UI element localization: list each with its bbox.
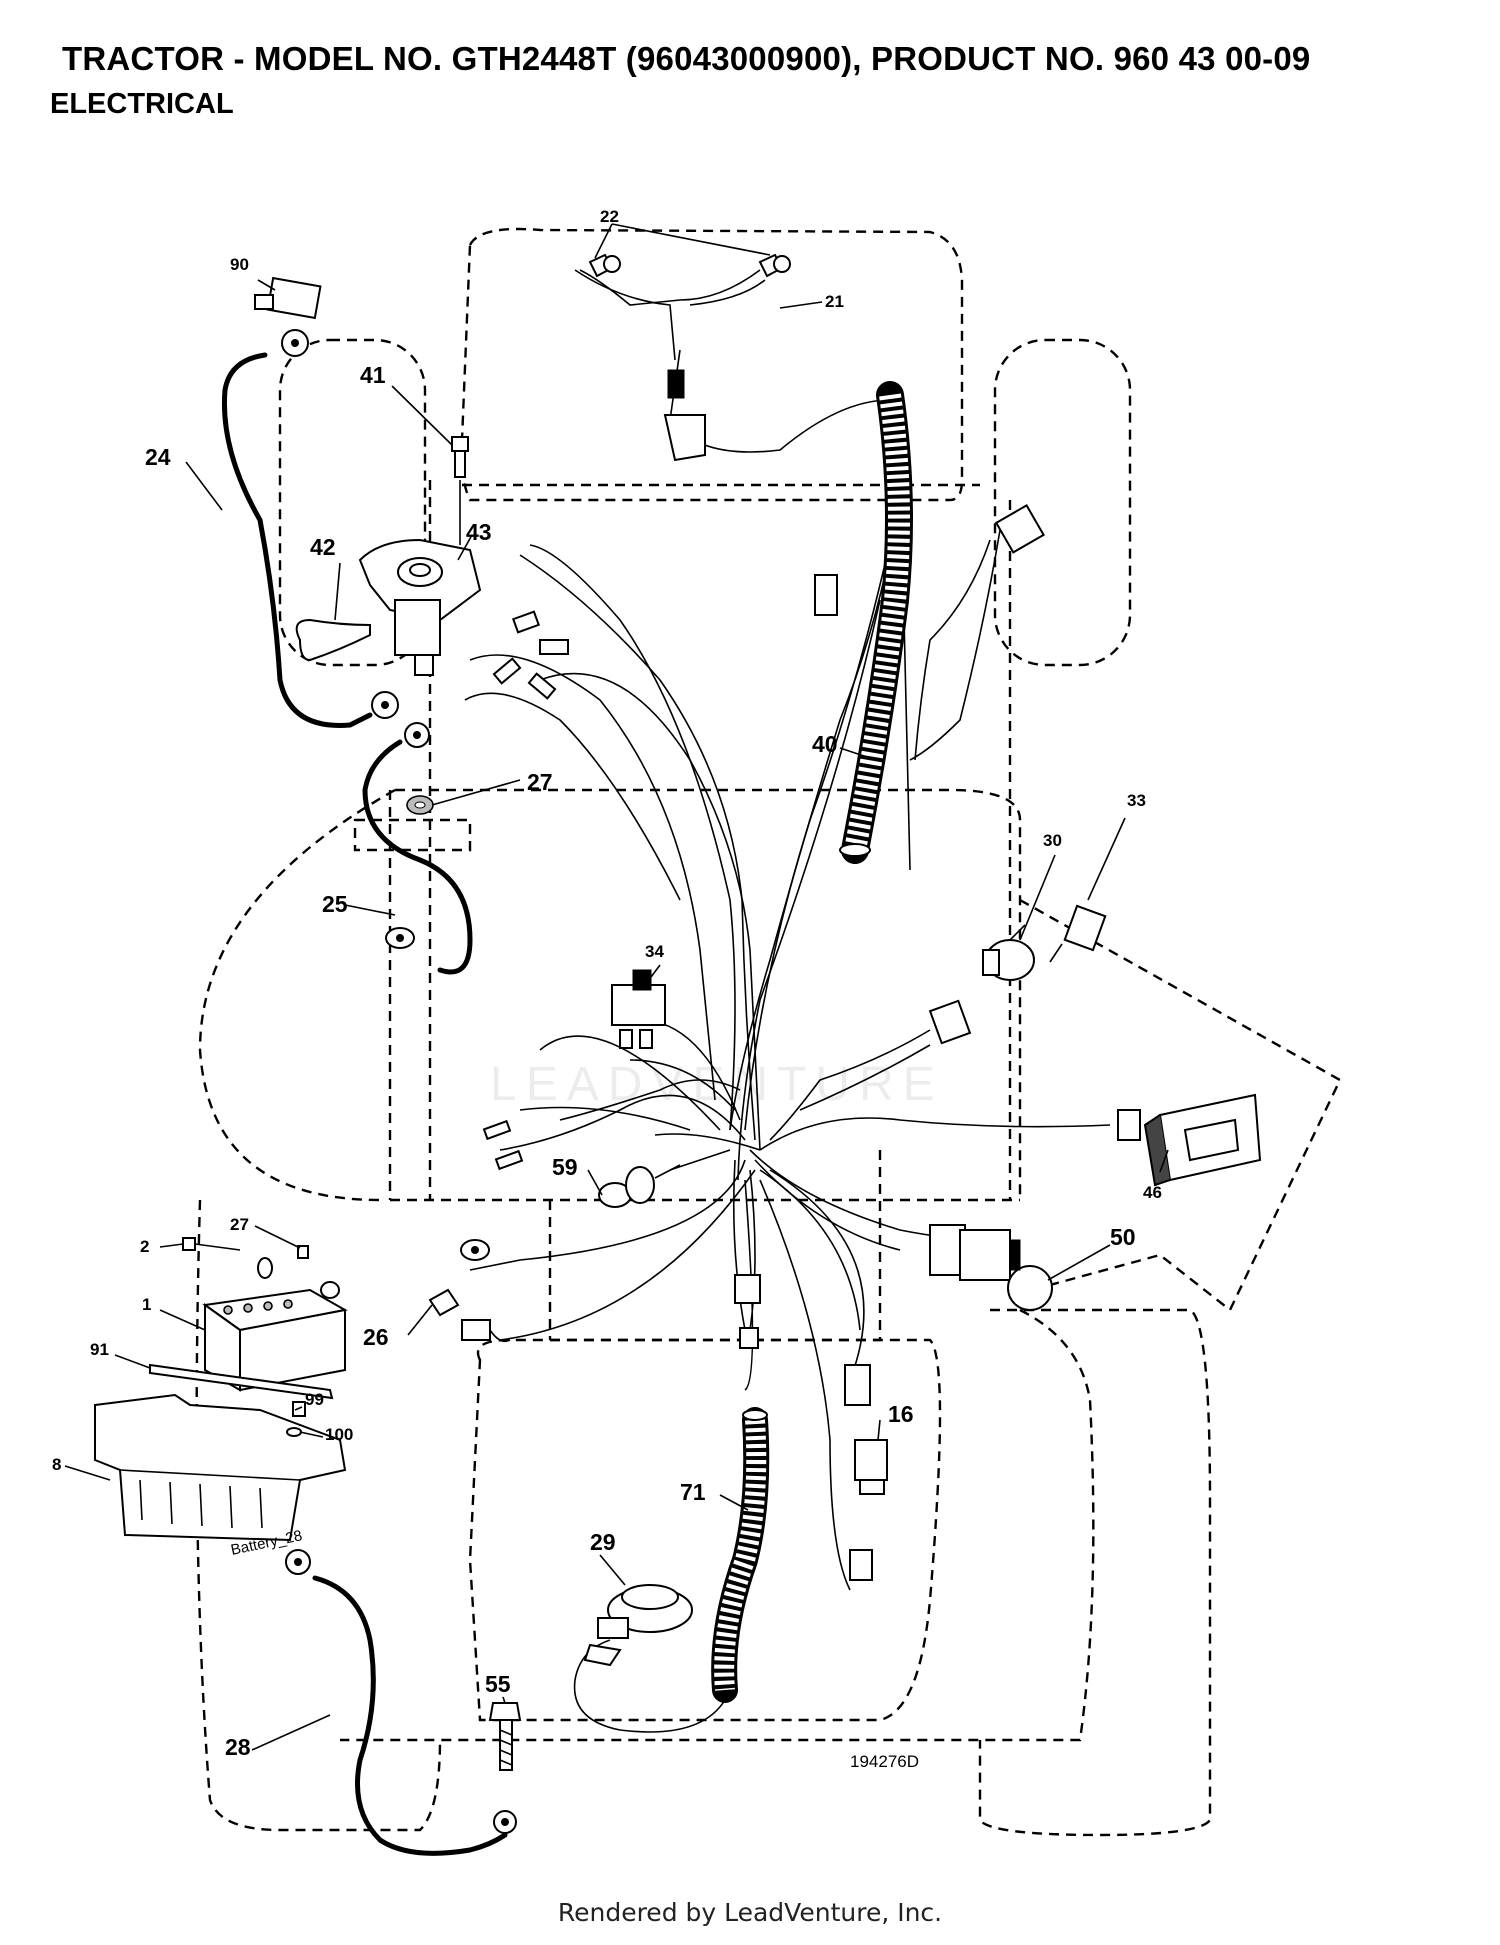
callout-21: 21 (825, 292, 844, 311)
part-27-nut-upper (406, 795, 434, 815)
callout-59: 59 (552, 1154, 578, 1180)
callout-8: 8 (52, 1455, 61, 1474)
callout-34: 34 (645, 942, 664, 961)
callout-25: 25 (322, 891, 348, 917)
part-25-terminal (385, 927, 415, 949)
wiring-harness (464, 269, 1111, 1591)
part-91-holddown (149, 1363, 334, 1400)
callout-27-lower: 27 (230, 1215, 249, 1234)
part-22-headlights (588, 253, 791, 278)
callout-30: 30 (1043, 831, 1062, 850)
part-55-bolt (488, 1702, 522, 1771)
callout-29: 29 (590, 1529, 616, 1555)
drawing-number: 194276D (850, 1752, 919, 1771)
harness-connectors (460, 504, 1141, 1667)
part-34-switch (611, 969, 666, 1049)
section-subtitle: ELECTRICAL (50, 88, 234, 120)
footer-credit: Rendered by LeadVenture, Inc. (557, 1898, 943, 1927)
callout-27-upper: 27 (527, 769, 553, 795)
part-2-bolt (182, 1237, 241, 1251)
part-33-key (1049, 904, 1107, 963)
callout-50: 50 (1110, 1224, 1136, 1250)
part-30-ignition-switch (982, 924, 1035, 981)
callout-leaders (64, 223, 1169, 1751)
part-21-headlight-harness (663, 369, 706, 462)
part-100-washer (286, 1427, 302, 1437)
tractor-outline (195, 227, 1342, 1837)
part-43-solenoid (358, 480, 482, 748)
callout-2: 2 (140, 1237, 149, 1256)
part-90-connector (254, 276, 322, 357)
callout-42: 42 (310, 534, 336, 560)
callout-28: 28 (225, 1734, 251, 1760)
part-16-relay (854, 1439, 888, 1495)
callout-40: 40 (812, 731, 838, 757)
corrugated-loom-71 (573, 1407, 770, 1733)
callout-55: 55 (485, 1671, 511, 1697)
callout-24: 24 (145, 444, 171, 470)
battery-cables (221, 352, 508, 1856)
part-41-bolt (451, 436, 469, 478)
part-26-fuse (428, 1288, 511, 1343)
callout-26: 26 (363, 1324, 389, 1350)
callout-16: 16 (888, 1401, 914, 1427)
part-1-battery (202, 1257, 348, 1392)
watermark-text: LEADVENTURE (490, 1058, 944, 1111)
callout-1: 1 (142, 1295, 151, 1314)
part-28-cable-terminals (285, 1549, 517, 1834)
callout-33: 33 (1127, 791, 1146, 810)
part-27-nut-lower (297, 1245, 309, 1259)
part-29-pto-switch (597, 1584, 693, 1639)
corrugated-loom-40 (839, 381, 913, 864)
part-59-power-socket (598, 1164, 681, 1208)
part-8-battery-tray: Battery_28 (94, 1393, 347, 1559)
callout-labels: 22 21 90 41 24 43 42 27 25 40 33 30 34 4… (52, 207, 1162, 1771)
callout-46: 46 (1143, 1183, 1162, 1202)
callout-99: 99 (305, 1390, 324, 1409)
part-46-hour-meter (1143, 1093, 1262, 1187)
callout-100: 100 (325, 1425, 353, 1444)
callout-91: 91 (90, 1340, 109, 1359)
part-50-light-switch (959, 1229, 1053, 1311)
part-42-boot (295, 618, 371, 662)
callout-41: 41 (360, 362, 386, 388)
callout-90: 90 (230, 255, 249, 274)
callout-22: 22 (600, 207, 619, 226)
callout-71: 71 (680, 1479, 706, 1505)
callout-43: 43 (466, 519, 492, 545)
page-title: TRACTOR - MODEL NO. GTH2448T (9604300090… (62, 40, 1311, 77)
